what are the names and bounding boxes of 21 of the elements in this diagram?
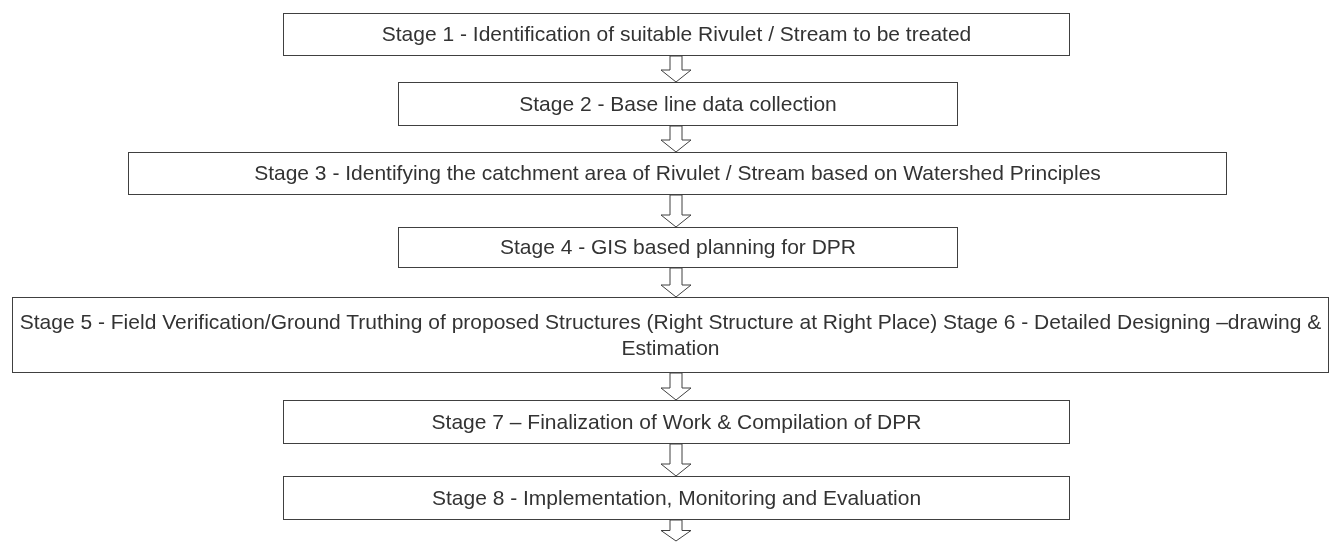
- block-arrow: [660, 55, 692, 83]
- block-arrow: [660, 267, 692, 298]
- process-box: [128, 152, 1227, 195]
- process-box: [283, 400, 1070, 444]
- process-box: [283, 476, 1070, 520]
- stage-label: Stage 1 - Identification of suitable Rivulet / Stream to be treated: [380, 21, 973, 48]
- stage-label: Stage 2 - Base line data collection: [518, 90, 838, 117]
- block-arrow: [660, 519, 692, 542]
- stage-label: Stage 7 – Finalization of Work & Compilation of DPR: [430, 408, 923, 435]
- stage-label: Stage 4 - GIS based planning for DPR: [498, 234, 857, 261]
- stage-label: Stage 5 - Field Verification/Ground Truthing of proposed Structures (Right Structure at Right Place) Stage 6 - Detailed Designing –drawing & Estimation: [18, 308, 1323, 361]
- block-arrow: [660, 194, 692, 228]
- process-box: [398, 227, 958, 268]
- block-arrow: [660, 372, 692, 401]
- block-arrow: [660, 125, 692, 153]
- process-box: [283, 13, 1070, 56]
- block-arrow: [660, 443, 692, 477]
- stage-label: Stage 3 - Identifying the catchment area of Rivulet / Stream based on Watershed Principles: [253, 160, 1102, 187]
- process-box: [398, 82, 958, 126]
- stage-label: Stage 8 - Implementation, Monitoring and Evaluation: [430, 484, 923, 511]
- process-box: [12, 297, 1329, 373]
